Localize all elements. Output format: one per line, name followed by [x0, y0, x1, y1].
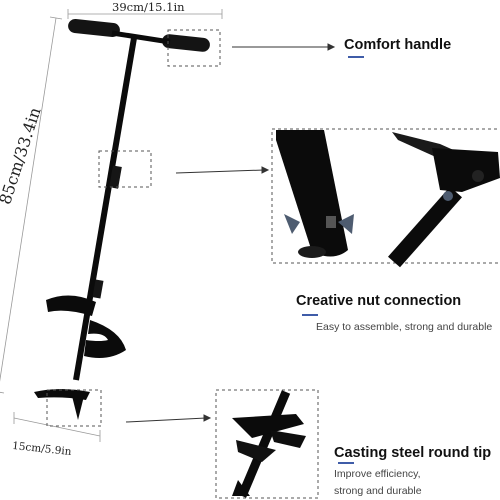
right-grip [162, 34, 210, 52]
comfort-handle-title: Comfort handle [344, 37, 452, 53]
nut-connection-title: Creative nut connection [296, 293, 462, 309]
middle-blade [84, 320, 126, 358]
callout-boxes [46, 29, 500, 499]
callout-arrows [125, 43, 336, 423]
tip-detail-image [217, 390, 317, 498]
steel-tip-subtitle-2: strong and durable [334, 485, 422, 497]
top-width-label: 39cm/15.1in [112, 0, 185, 14]
dimension-lines [0, 9, 223, 442]
nut-detail-image [273, 130, 500, 268]
steel-tip-underline [338, 462, 354, 464]
steel-tip-title: Casting steel round tip [334, 445, 492, 461]
steel-tip-subtitle-1: Improve efficiency, [334, 468, 421, 480]
nut-connection-subtitle: Easy to assemble, strong and durable [316, 321, 493, 333]
nut-connection-underline [302, 314, 318, 316]
left-grip [68, 19, 120, 37]
comfort-handle-underline [348, 56, 364, 58]
auger-body [34, 19, 210, 420]
upper-blade [46, 295, 96, 316]
tip [72, 396, 84, 420]
